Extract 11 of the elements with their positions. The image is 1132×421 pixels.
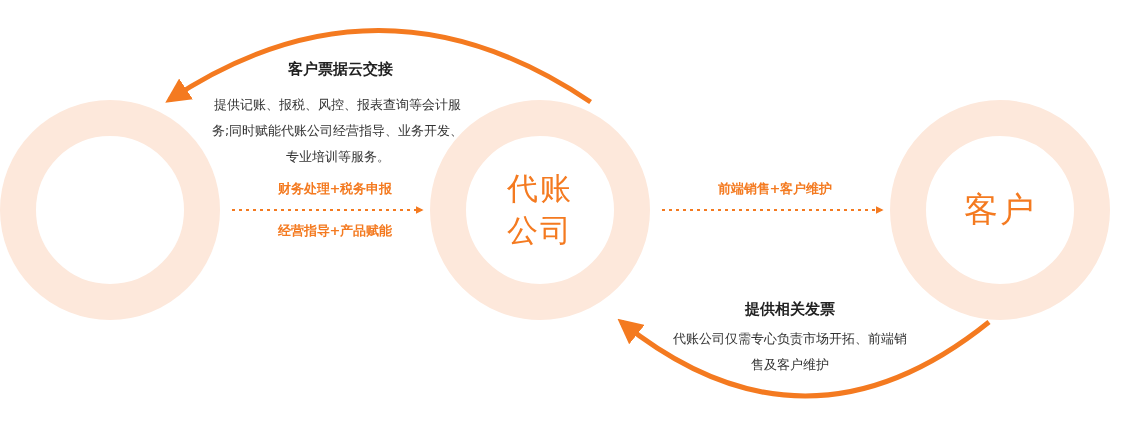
curved-arrow: [617, 319, 991, 399]
description-text: 提供记账、报税、风控、报表查询等会计服务;同时赋能代账公司经营指导、业务开发、专业培训等服务。: [210, 96, 465, 166]
node-label: 代账公司: [506, 169, 574, 250]
edge-label: 提供相关发票: [742, 300, 838, 319]
curved-arrow: [165, 28, 592, 105]
dotted-arrow: [231, 206, 424, 214]
dotted-arrow: [661, 206, 884, 214]
node-label: 客户: [963, 188, 1037, 232]
description-text: 代账公司仅需专心负责市场开拓、前端销售及客户维护: [672, 330, 908, 374]
edge-label: 客户票据云交接: [284, 60, 396, 79]
ring-circle: [890, 100, 1110, 320]
